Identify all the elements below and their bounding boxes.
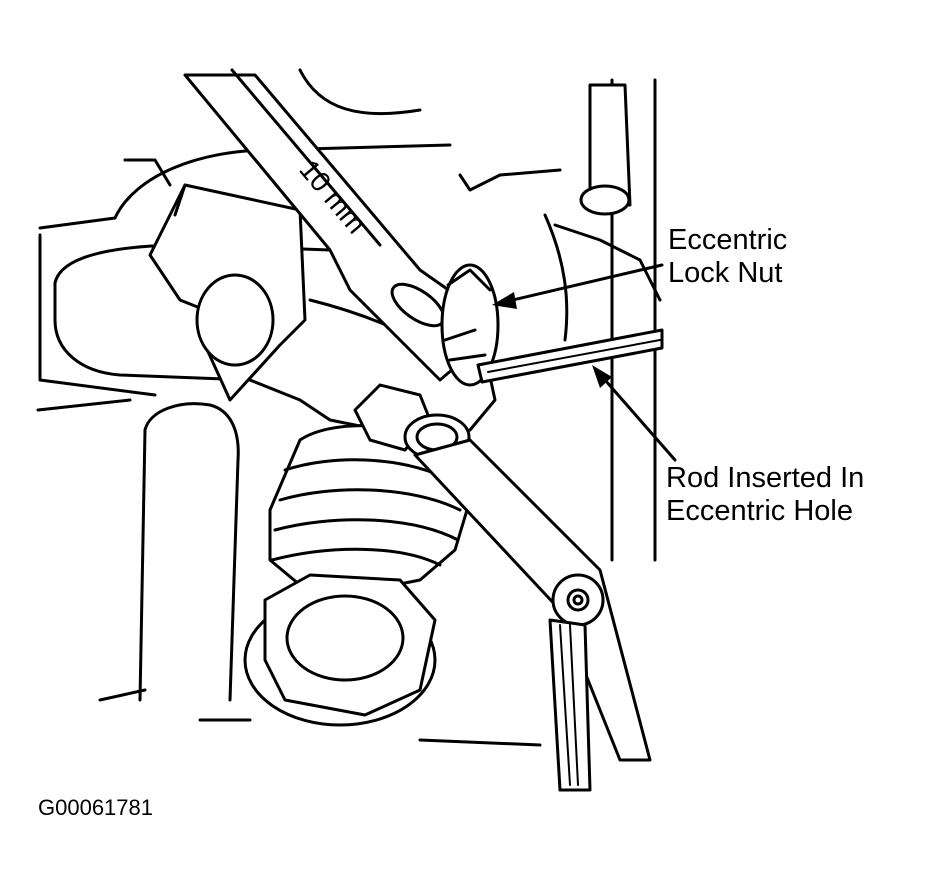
- callout-eccentric-lock-nut: Eccentric Lock Nut: [668, 224, 787, 290]
- callout-line-1: Rod Inserted In: [666, 462, 865, 494]
- leader-arrows: [492, 263, 677, 462]
- eccentric-rod: [476, 328, 664, 384]
- callout-line-2: Eccentric Hole: [666, 495, 853, 527]
- callout-line-2: Lock Nut: [668, 257, 783, 289]
- pushrod: [413, 83, 652, 792]
- adjuster-spring: [268, 383, 472, 592]
- callout-line-1: Eccentric: [668, 224, 788, 256]
- figure-id-code: G00061781: [38, 795, 153, 820]
- hex-bolt: [243, 573, 437, 727]
- callout-rod-inserted: Rod Inserted In Eccentric Hole: [666, 462, 864, 528]
- eccentric-lock-nut: [440, 263, 500, 387]
